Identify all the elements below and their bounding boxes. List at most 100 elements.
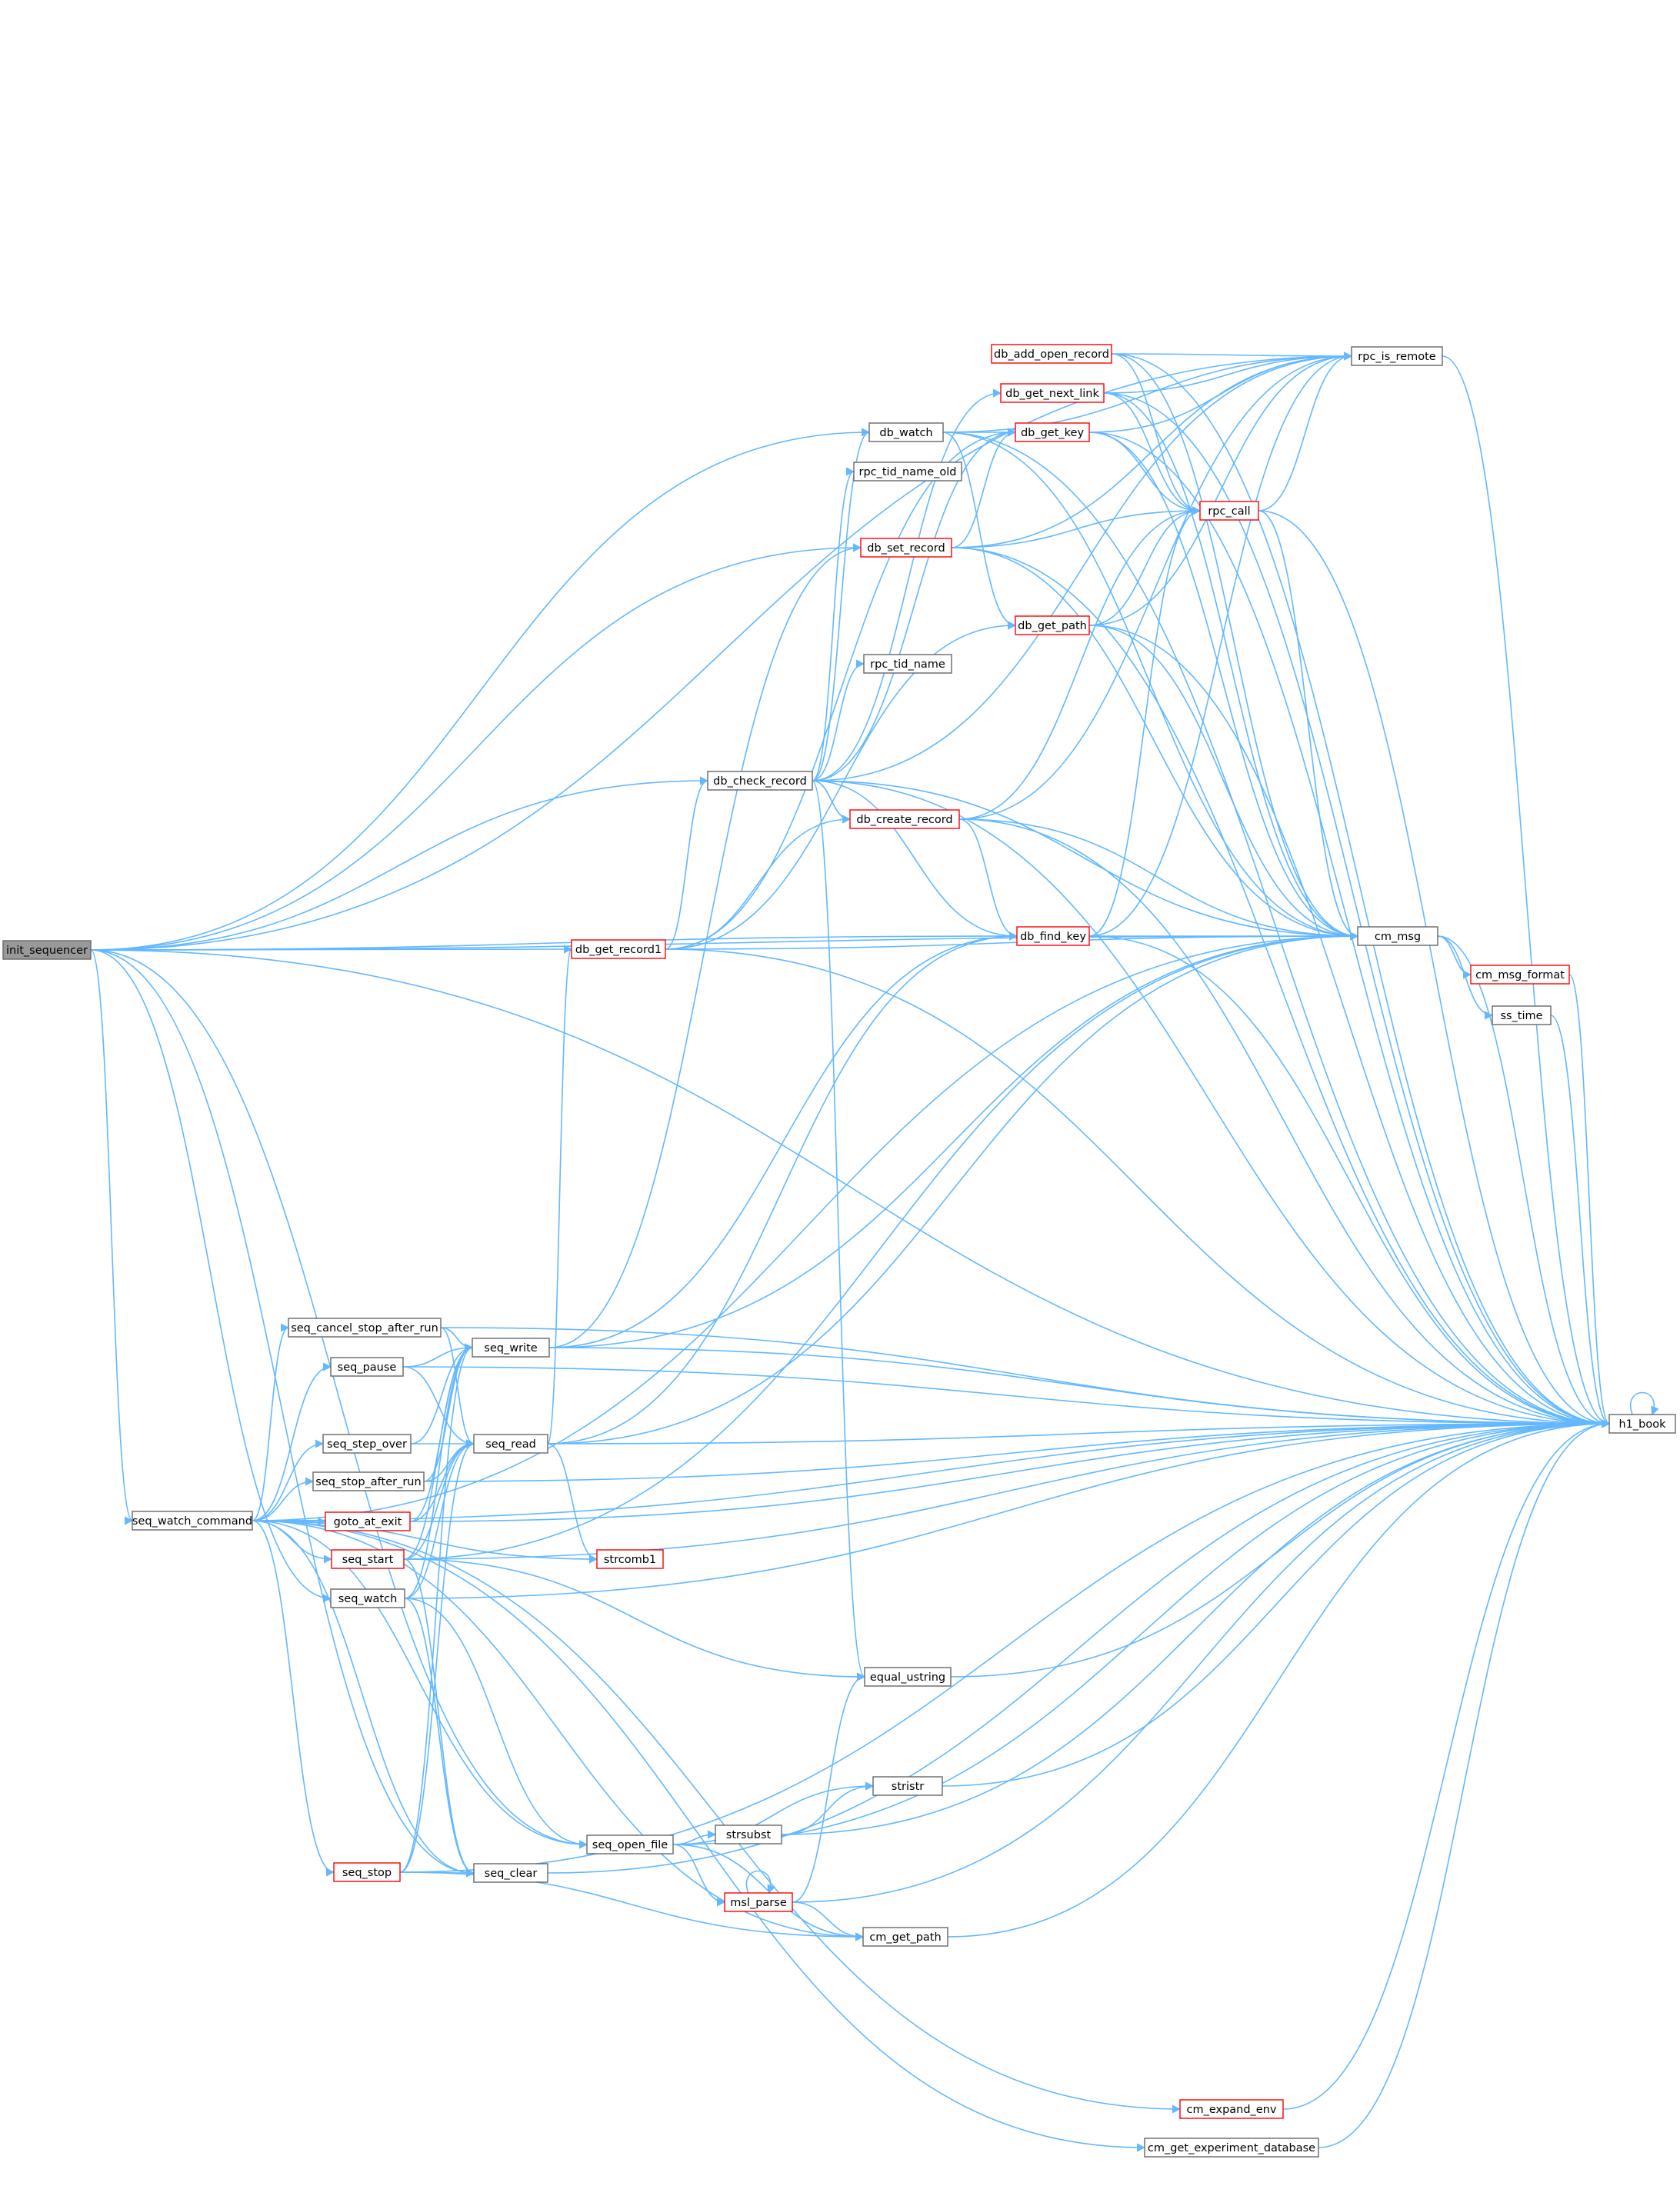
node-db_check_record-box[interactable] — [707, 771, 813, 791]
edge-db_check_record-to-h1_book — [812, 780, 1611, 1428]
node-h1_book-box[interactable] — [1608, 1414, 1676, 1434]
node-seq_pause-box[interactable] — [330, 1357, 404, 1377]
node-seq_watch-label: seq_watch — [338, 1593, 398, 1605]
node-db_find_key-box[interactable] — [1016, 926, 1090, 946]
edge-seq_cancel_stop_after_run-to-h1_book — [440, 1327, 1611, 1428]
node-rpc_call[interactable]: rpc_call — [1199, 501, 1259, 521]
node-cm_msg-box[interactable] — [1357, 926, 1438, 946]
node-db_get_path[interactable]: db_get_path — [1015, 615, 1090, 635]
node-cm_msg_format-box[interactable] — [1470, 965, 1570, 985]
node-ss_time-label: ss_time — [1500, 1010, 1542, 1022]
node-rpc_tid_name-box[interactable] — [863, 654, 952, 674]
edge-db_check_record-to-equal_ustring — [812, 780, 866, 1681]
node-ss_time-box[interactable] — [1492, 1005, 1552, 1025]
node-db_set_record-box[interactable] — [860, 538, 952, 558]
edge-seq_stop-to-seq_read — [399, 1439, 475, 1873]
node-goto_at_exit-box[interactable] — [325, 1511, 411, 1531]
node-db_get_record1[interactable]: db_get_record1 — [571, 939, 666, 959]
edge-seq_watch_command-to-seq_stop_after_run — [252, 1477, 315, 1521]
node-equal_ustring[interactable]: equal_ustring — [864, 1667, 952, 1687]
edge-seq_write-to-db_set_record — [548, 543, 862, 1348]
node-cm_get_path[interactable]: cm_get_path — [862, 1927, 948, 1947]
node-db_get_path-box[interactable] — [1015, 615, 1090, 635]
node-db_watch-box[interactable] — [868, 422, 944, 442]
node-seq_write[interactable]: seq_write — [472, 1338, 550, 1358]
node-db_find_key[interactable]: db_find_key — [1016, 926, 1090, 946]
node-seq_step_over[interactable]: seq_step_over — [322, 1434, 412, 1454]
node-rpc_is_remote[interactable]: rpc_is_remote — [1351, 346, 1443, 366]
node-seq_watch[interactable]: seq_watch — [330, 1588, 405, 1608]
edge-cm_expand_env-to-h1_book — [1282, 1419, 1611, 2110]
node-stristr-box[interactable] — [872, 1776, 943, 1796]
edge-seq_watch-to-seq_write — [404, 1343, 474, 1599]
node-init_sequencer-box[interactable] — [2, 940, 92, 960]
node-seq_watch-box[interactable] — [330, 1588, 405, 1608]
node-seq_stop[interactable]: seq_stop — [333, 1862, 401, 1882]
node-db_create_record-box[interactable] — [849, 809, 960, 829]
edge-db_find_key-to-rpc_is_remote — [1088, 352, 1353, 937]
node-db_get_key[interactable]: db_get_key — [1015, 422, 1090, 442]
node-seq_cancel_stop_after_run[interactable]: seq_cancel_stop_after_run — [288, 1318, 442, 1338]
node-msl_parse[interactable]: msl_parse — [724, 1892, 793, 1912]
node-strcomb1-box[interactable] — [596, 1549, 664, 1569]
node-cm_expand_env-label: cm_expand_env — [1186, 2104, 1276, 2116]
node-seq_cancel_stop_after_run-box[interactable] — [288, 1318, 442, 1338]
node-seq_start-box[interactable] — [331, 1549, 405, 1569]
node-cm_get_path-box[interactable] — [862, 1927, 948, 1947]
node-cm_expand_env-box[interactable] — [1179, 2099, 1284, 2119]
node-db_get_next_link-box[interactable] — [1000, 383, 1105, 403]
edge-db_get_key-to-cm_msg — [1088, 432, 1359, 941]
node-strsubst-box[interactable] — [715, 1824, 782, 1844]
node-seq_open_file-box[interactable] — [586, 1834, 674, 1854]
node-seq_open_file[interactable]: seq_open_file — [586, 1834, 674, 1854]
node-cm_expand_env[interactable]: cm_expand_env — [1179, 2099, 1284, 2119]
node-cm_msg[interactable]: cm_msg — [1357, 926, 1438, 946]
node-db_create_record[interactable]: db_create_record — [849, 809, 960, 829]
node-seq_watch_command-box[interactable] — [132, 1511, 253, 1531]
node-equal_ustring-label: equal_ustring — [870, 1671, 945, 1684]
node-ss_time[interactable]: ss_time — [1492, 1005, 1552, 1025]
node-rpc_tid_name[interactable]: rpc_tid_name — [863, 654, 952, 674]
node-h1_book[interactable]: h1_book — [1608, 1414, 1676, 1434]
node-strsubst-label: strsubst — [726, 1829, 772, 1841]
node-rpc_tid_name_old[interactable]: rpc_tid_name_old — [853, 462, 962, 482]
node-rpc_call-box[interactable] — [1199, 501, 1259, 521]
node-seq_stop_after_run-box[interactable] — [312, 1471, 425, 1491]
node-goto_at_exit[interactable]: goto_at_exit — [325, 1511, 411, 1531]
node-seq_step_over-box[interactable] — [322, 1434, 412, 1454]
node-rpc_is_remote-box[interactable] — [1351, 346, 1443, 366]
node-seq_watch_command[interactable]: seq_watch_command — [132, 1511, 253, 1531]
edge-seq_step_over-to-seq_write — [410, 1343, 474, 1445]
node-db_get_record1-box[interactable] — [571, 939, 666, 959]
node-stristr[interactable]: stristr — [872, 1776, 943, 1796]
node-cm_get_experiment_database-box[interactable] — [1144, 2138, 1319, 2158]
node-seq_clear[interactable]: seq_clear — [473, 1863, 548, 1883]
node-seq_stop-box[interactable] — [333, 1862, 401, 1882]
node-equal_ustring-box[interactable] — [864, 1667, 952, 1687]
node-cm_msg_format[interactable]: cm_msg_format — [1470, 965, 1570, 985]
node-cm_get_experiment_database[interactable]: cm_get_experiment_database — [1144, 2138, 1319, 2158]
node-seq_clear-box[interactable] — [473, 1863, 548, 1883]
edge-db_get_next_link-to-rpc_is_remote — [1103, 352, 1353, 394]
node-strcomb1[interactable]: strcomb1 — [596, 1549, 664, 1569]
node-strsubst[interactable]: strsubst — [715, 1824, 782, 1844]
node-seq_pause[interactable]: seq_pause — [330, 1357, 404, 1377]
node-seq_read-box[interactable] — [473, 1434, 548, 1454]
edge-seq_watch_command-to-seq_start — [252, 1520, 333, 1564]
node-seq_write-box[interactable] — [472, 1338, 550, 1358]
node-seq_start[interactable]: seq_start — [331, 1549, 405, 1569]
node-msl_parse-box[interactable] — [724, 1892, 793, 1912]
node-rpc_tid_name_old-box[interactable] — [853, 462, 962, 482]
node-db_add_open_record[interactable]: db_add_open_record — [991, 344, 1112, 364]
node-db_get_next_link[interactable]: db_get_next_link — [1000, 383, 1105, 403]
node-seq_stop_after_run[interactable]: seq_stop_after_run — [312, 1471, 425, 1491]
node-db_watch[interactable]: db_watch — [868, 422, 944, 442]
node-init_sequencer[interactable]: init_sequencer — [2, 940, 92, 960]
edge-cm_msg-to-h1_book — [1437, 935, 1611, 1428]
node-db_set_record[interactable]: db_set_record — [860, 538, 952, 558]
node-db_add_open_record-box[interactable] — [991, 344, 1112, 364]
node-seq_read[interactable]: seq_read — [473, 1434, 548, 1454]
node-db_check_record[interactable]: db_check_record — [707, 771, 813, 791]
node-db_get_key-box[interactable] — [1015, 422, 1090, 442]
